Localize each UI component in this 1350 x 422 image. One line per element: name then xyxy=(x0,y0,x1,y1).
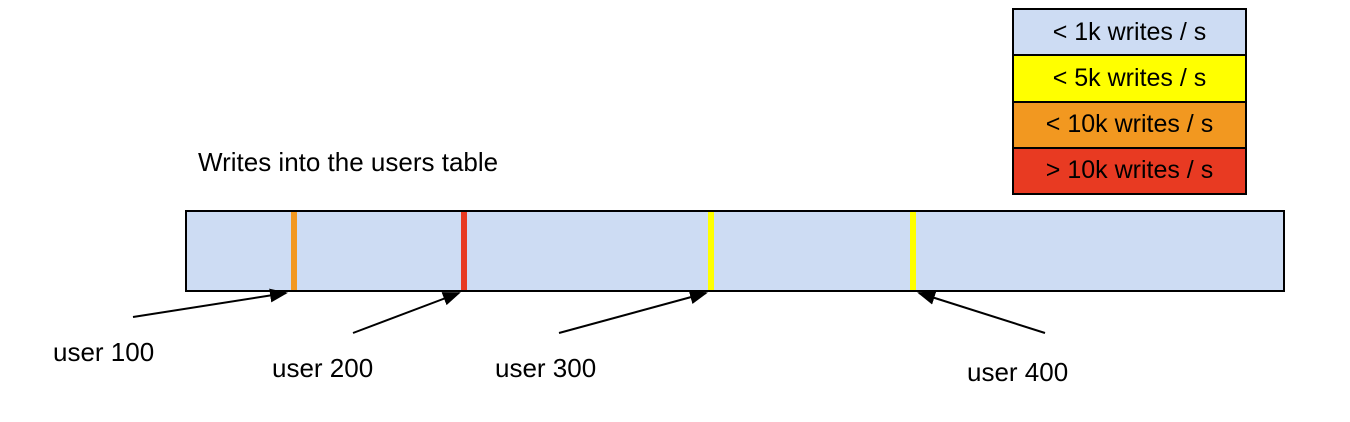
label-user-300: user 300 xyxy=(495,353,597,383)
hotspot-stripe-user-200 xyxy=(461,212,467,290)
write-rate-legend: < 1k writes / s < 5k writes / s < 10k wr… xyxy=(1012,8,1247,195)
label-user-400: user 400 xyxy=(967,357,1069,387)
legend-item-label: < 1k writes / s xyxy=(1052,17,1207,46)
legend-item-lt-5k: < 5k writes / s xyxy=(1014,54,1245,101)
diagram-title: Writes into the users table xyxy=(198,147,499,177)
legend-item-label: > 10k writes / s xyxy=(1045,156,1214,185)
arrow-user-300 xyxy=(558,290,708,334)
label-user-100: user 100 xyxy=(53,337,155,367)
arrow-user-100 xyxy=(132,288,288,318)
legend-item-lt-1k: < 1k writes / s xyxy=(1014,10,1245,55)
legend-item-lt-10k: < 10k writes / s xyxy=(1014,100,1245,147)
arrow-user-200 xyxy=(352,292,461,334)
users-table-keyspace-bar xyxy=(185,210,1285,292)
legend-item-label: < 10k writes / s xyxy=(1045,110,1214,139)
hotspot-stripe-user-300 xyxy=(708,212,714,290)
arrow-user-400 xyxy=(917,291,1046,334)
legend-item-gt-10k: > 10k writes / s xyxy=(1014,146,1245,193)
hotspot-stripe-user-100 xyxy=(291,212,297,290)
label-user-200: user 200 xyxy=(272,353,374,383)
legend-item-label: < 5k writes / s xyxy=(1052,63,1207,92)
hotspot-stripe-user-400 xyxy=(910,212,916,290)
